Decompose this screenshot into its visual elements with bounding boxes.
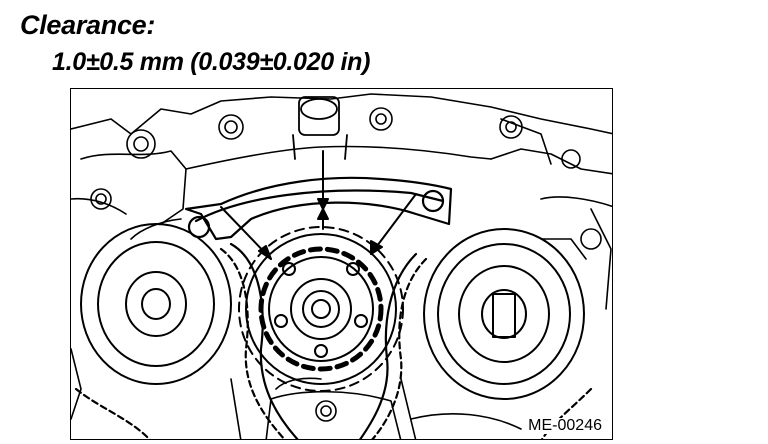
bolts [90, 107, 602, 422]
left-idler-pulley [80, 223, 232, 385]
figure-code: ME-00246 [526, 417, 604, 434]
engine-illustration: ME-00246 [70, 88, 613, 440]
timing-belt-drawing [71, 93, 612, 439]
belt-guide [184, 176, 453, 241]
right-tensioner-pulley [423, 228, 585, 400]
timing-belt [74, 242, 593, 439]
clearance-arrows [220, 150, 417, 260]
crankshaft-sprocket [238, 226, 404, 392]
lower-housing [230, 377, 417, 439]
clearance-specification: 1.0±0.5 mm (0.039±0.020 in) [52, 48, 371, 76]
water-pump-housing [292, 96, 348, 160]
clearance-heading: Clearance: [20, 10, 156, 40]
